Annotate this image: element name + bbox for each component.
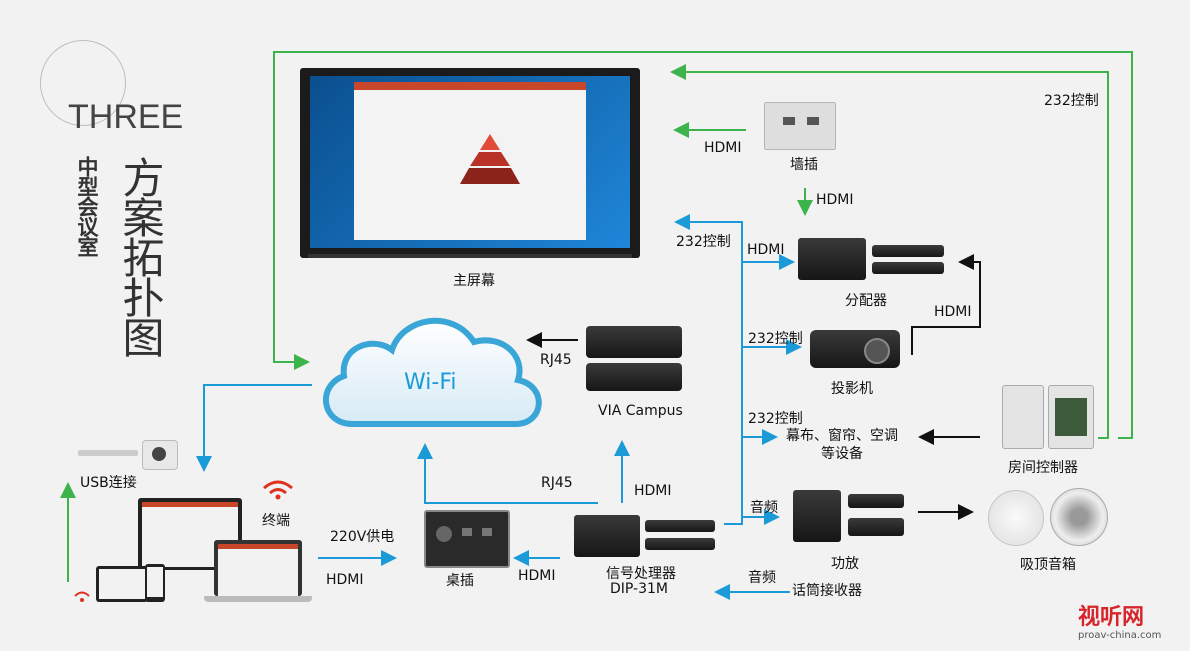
label-audio-mic: 音频	[748, 570, 776, 586]
label-usb: USB连接	[80, 475, 137, 491]
label-hdmi-proj: HDMI	[934, 304, 972, 320]
black-line-proj-dist	[911, 254, 981, 355]
screen-content	[310, 76, 630, 248]
ceiling-speaker-front	[988, 490, 1044, 546]
label-table-plug: 桌插	[446, 573, 474, 589]
distributor-unit-a	[872, 245, 944, 257]
usb-button	[142, 440, 178, 470]
label-ceiling-speaker: 吸顶音箱	[1020, 557, 1076, 573]
label-projector: 投影机	[831, 381, 873, 397]
blue-line-rj45	[417, 443, 598, 504]
decorative-circle	[40, 40, 126, 126]
label-power: 220V供电	[330, 529, 395, 545]
label-hdmi-dist: HDMI	[747, 242, 785, 258]
label-wall-plate: 墙插	[790, 157, 818, 173]
label-232-curtain: 232控制	[748, 411, 803, 427]
wifi-cloud	[323, 317, 542, 427]
heading-subtitle: 中型会议室	[75, 156, 99, 256]
logo-text: 视听网	[1078, 605, 1145, 630]
processor-unit-a	[645, 520, 715, 532]
amplifier-unit-a	[848, 494, 904, 508]
label-main-screen: 主屏幕	[453, 273, 495, 289]
main-screen	[300, 68, 640, 258]
laptop-base	[204, 596, 312, 602]
label-hdmi-wall-down: HDMI	[816, 192, 854, 208]
label-curtain: 幕布、窗帘、空调等设备	[786, 428, 898, 462]
green-line-232-top	[670, 64, 1109, 439]
distributor-device	[798, 238, 866, 280]
blue-line-wifi-usb	[196, 384, 312, 472]
amplifier-main	[793, 490, 841, 542]
label-distributor: 分配器	[845, 293, 887, 309]
ceiling-speaker-back	[1050, 488, 1108, 546]
label-mic-receiver: 话筒接收器	[792, 583, 862, 599]
wall-plate-device	[764, 102, 836, 150]
label-232-screen: 232控制	[676, 234, 731, 250]
label-232-top: 232控制	[1044, 93, 1099, 109]
label-wifi: Wi-Fi	[404, 370, 457, 395]
distributor-unit-b	[872, 262, 944, 274]
green-line-top-loop	[273, 51, 1133, 439]
logo: 视听网 proav-china.com	[1078, 606, 1182, 646]
label-rj45-via: RJ45	[540, 352, 572, 368]
phone-device	[145, 564, 165, 602]
usb-dongle	[78, 450, 138, 456]
room-controller-keypad	[1002, 385, 1044, 449]
laptop-device	[214, 540, 302, 597]
room-controller-board	[1048, 385, 1094, 449]
label-room-controller: 房间控制器	[1008, 460, 1078, 476]
label-processor-model: DIP-31M	[610, 581, 668, 597]
small-wifi-icon	[74, 588, 90, 602]
label-via: VIA Campus	[598, 403, 683, 419]
label-hdmi-terminal: HDMI	[326, 572, 364, 588]
heading-title: 方案拓扑图	[116, 156, 165, 356]
pyramid-icon	[460, 134, 520, 184]
wifi-signal-icon	[262, 478, 294, 500]
label-terminal: 终端	[262, 513, 290, 529]
processor-unit-b	[645, 538, 715, 550]
tablet-device	[96, 566, 148, 602]
projector-device	[810, 330, 900, 368]
label-232-proj: 232控制	[748, 331, 803, 347]
label-hdmi-wall: HDMI	[704, 140, 742, 156]
label-hdmi-proc-up: HDMI	[634, 483, 672, 499]
label-rj45-proc: RJ45	[541, 475, 573, 491]
table-plug-device	[424, 510, 510, 568]
label-audio-amp: 音频	[750, 500, 778, 516]
label-amplifier: 功放	[831, 556, 859, 572]
logo-url: proav-china.com	[1078, 630, 1162, 641]
label-hdmi-table: HDMI	[518, 568, 556, 584]
processor-device	[574, 515, 640, 557]
via-device-top	[586, 326, 682, 358]
via-device-bottom	[586, 363, 682, 391]
heading-three: THREE	[68, 98, 184, 136]
blue-line-main-bus	[674, 214, 743, 525]
amplifier-unit-b	[848, 518, 904, 536]
label-processor-name: 信号处理器	[606, 566, 676, 582]
